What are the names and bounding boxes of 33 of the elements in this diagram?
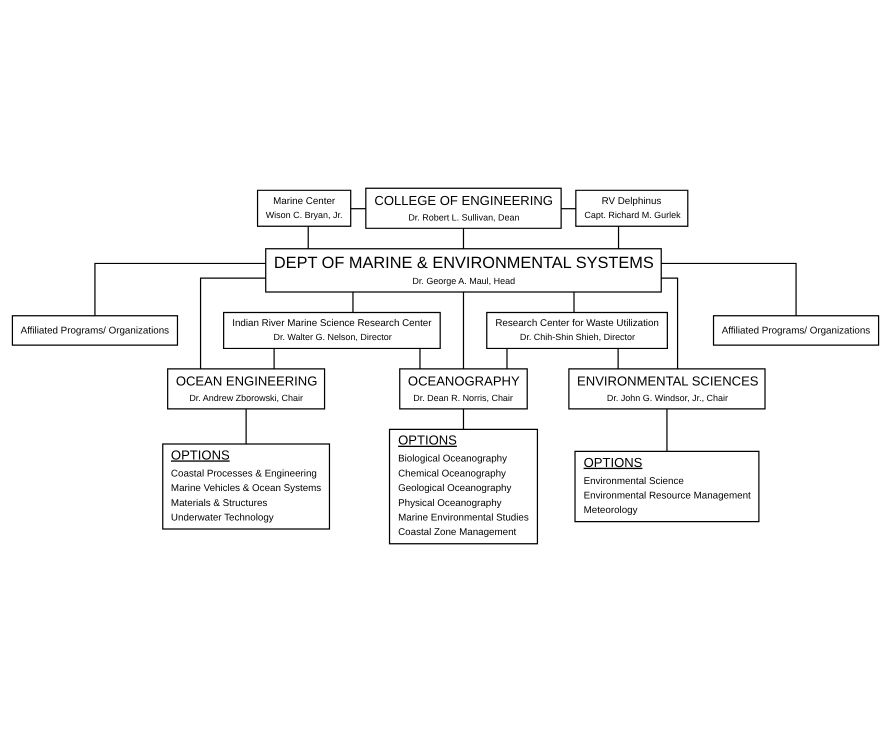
node-box: OPTIONS Coastal Processes & Engineering Marine Vehicles & Ocean Systems Materials & Structures Underwater Technology: [162, 442, 330, 530]
node-box: Research Center for Waste Utilization Dr. Chih-Shin Shieh, Director: [486, 311, 668, 349]
connector: [666, 408, 668, 451]
connector: [352, 292, 354, 312]
node-box: Indian River Marine Science Research Center Dr. Walter G. Nelson, Director: [223, 311, 441, 349]
node-box: ENVIRONMENTAL SCIENCES Dr. John G. Windsor, Jr., Chair: [568, 368, 766, 410]
connector: [94, 262, 266, 316]
connector: [661, 262, 797, 316]
connector: [618, 226, 620, 248]
node-box: Marine Center Wison C. Bryan, Jr.: [256, 189, 352, 226]
node-box: Affiliated Programs/ Organizations: [712, 314, 880, 346]
node-box: OCEAN ENGINEERING Dr. Andrew Zborowski, Chair: [167, 368, 326, 410]
connector: [618, 348, 619, 368]
node-box: COLLEGE OF ENGINEERING Dr. Robert L. Sullivan, Dean: [365, 187, 562, 228]
node-box: OPTIONS Environmental Science Environmental Resource Management Meteorology: [574, 450, 760, 522]
connector: [273, 348, 275, 368]
connector: [506, 348, 508, 368]
node-box: RV Delphinus Capt. Richard M. Gurlek: [575, 189, 688, 226]
connector: [561, 208, 576, 209]
connector: [573, 292, 575, 312]
node-box: Affiliated Programs/ Organizations: [12, 314, 178, 346]
node-box: DEPT OF MARINE & ENVIRONMENTAL SYSTEMS Dr. George A. Maul, Head: [265, 248, 662, 292]
node-box: OCEANOGRAPHY Dr. Dean R. Norris, Chair: [399, 368, 528, 410]
connector: [200, 277, 266, 368]
connector: [462, 292, 464, 368]
node-box: OPTIONS Biological Oceanography Chemical Oceanography Geological Oceanography Physical Oceanography Marine Environmental Studies Coastal Zone Management: [388, 428, 538, 544]
connector: [661, 277, 678, 368]
connector: [462, 228, 464, 248]
connector: [462, 408, 464, 429]
connector: [350, 208, 366, 209]
connector: [419, 348, 421, 368]
connector: [308, 226, 309, 248]
connector: [246, 408, 247, 444]
